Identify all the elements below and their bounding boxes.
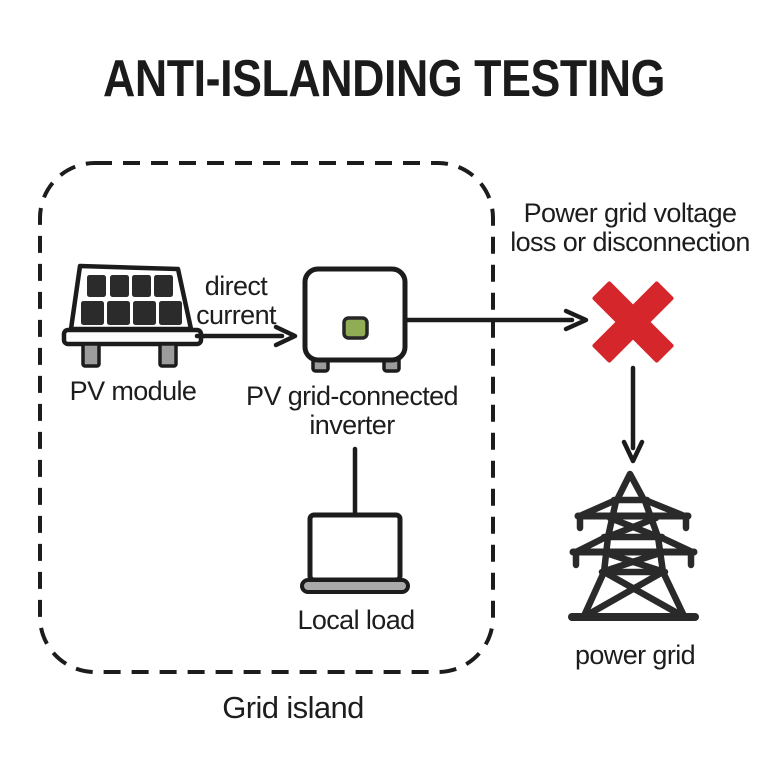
inverter-indicator-led	[342, 316, 369, 340]
page-title: ANTI-ISLANDING TESTING	[103, 50, 665, 108]
grid-island-boundary	[38, 161, 495, 674]
grid-island-label: Grid island	[222, 690, 364, 725]
fault-x-icon	[592, 281, 674, 363]
inverter-to-grid-arrow	[402, 308, 589, 332]
local-load-label: Local load	[297, 605, 415, 635]
fault-label: Power grid voltage loss or disconnection	[510, 198, 750, 257]
local-load-laptop-icon	[300, 512, 410, 594]
pv-module-label: PV module	[69, 376, 197, 406]
inverter-icon	[302, 266, 408, 373]
direct-current-label: direct current	[196, 271, 276, 330]
power-grid-label: power grid	[574, 640, 696, 670]
pv-cells	[81, 275, 182, 325]
pv-leg-left	[81, 342, 101, 368]
pv-leg-right	[158, 342, 178, 368]
dc-arrow	[194, 324, 298, 348]
inverter-label: PV grid-connected inverter	[246, 381, 459, 440]
fault-to-grid-arrow	[621, 365, 645, 464]
laptop-base	[300, 578, 410, 594]
power-grid-tower-icon	[568, 470, 699, 621]
pv-module-icon	[61, 263, 204, 368]
